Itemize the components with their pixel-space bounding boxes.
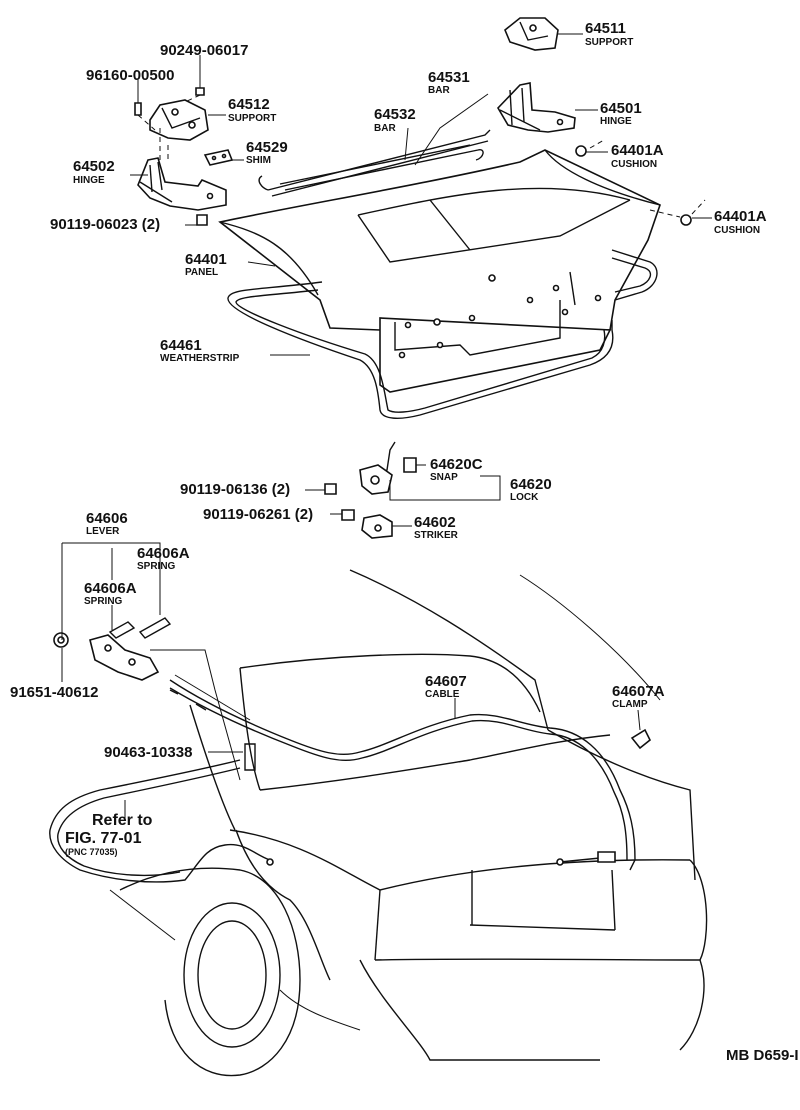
label-64607: 64607 <box>425 673 467 690</box>
trunk-lid-panel <box>218 149 661 393</box>
label-64620C: 64620C <box>430 456 483 473</box>
weatherstrip <box>227 249 658 419</box>
label-64401A-lower: 64401A <box>714 208 767 225</box>
label-64501: 64501 <box>600 100 642 117</box>
label-90119-06023: 90119-06023 (2) <box>50 216 160 233</box>
label-90119-06261: 90119-06261 (2) <box>203 506 313 523</box>
label-64620-name: LOCK <box>510 492 539 503</box>
label-64607A-name: CLAMP <box>612 699 648 710</box>
label-91651-40612: 91651-40612 <box>10 684 98 701</box>
right-hinge-assembly <box>497 17 706 226</box>
label-64531: 64531 <box>428 69 470 86</box>
label-96160-00500: 96160-00500 <box>86 67 174 84</box>
label-64532: 64532 <box>374 106 416 123</box>
label-64502-name: HINGE <box>73 175 105 186</box>
release-cable <box>49 679 652 883</box>
label-64529: 64529 <box>246 139 288 156</box>
refer-line-3: (PNC 77035) <box>65 847 118 857</box>
label-64602: 64602 <box>414 514 456 531</box>
label-64606-name: LEVER <box>86 526 120 537</box>
car-body-outline <box>109 569 708 1077</box>
label-64606A-upper-name: SPRING <box>137 561 176 572</box>
label-64512-name: SUPPORT <box>228 113 276 124</box>
label-64602-name: STRIKER <box>414 530 459 541</box>
label-64461-name: WEATHERSTRIP <box>160 353 240 364</box>
label-64531-name: BAR <box>428 85 450 96</box>
label-64606A-lower-name: SPRING <box>84 596 123 607</box>
label-64620: 64620 <box>510 476 552 493</box>
label-64620C-name: SNAP <box>430 472 458 483</box>
leader-lines <box>61 33 712 818</box>
label-90463-10338: 90463-10338 <box>104 744 192 761</box>
lock-assembly <box>324 441 417 539</box>
label-90249-06017: 90249-06017 <box>160 42 248 59</box>
label-64502: 64502 <box>73 158 115 175</box>
label-64607A: 64607A <box>612 683 665 700</box>
label-64606A-upper: 64606A <box>137 545 190 562</box>
refer-line-1: Refer to <box>92 812 153 829</box>
label-64606: 64606 <box>86 510 128 527</box>
torsion-bars <box>258 129 491 197</box>
label-64606A-lower: 64606A <box>84 580 137 597</box>
label-64511: 64511 <box>585 20 626 37</box>
label-64401A-upper-name: CUSHION <box>611 159 657 170</box>
label-64461: 64461 <box>160 337 202 354</box>
label-64401-name: PANEL <box>185 267 218 278</box>
part-labels: 64511 SUPPORT 90249-06017 96160-00500 64… <box>10 20 799 1064</box>
left-hinge-assembly <box>134 87 234 226</box>
label-90119-06136: 90119-06136 (2) <box>180 481 290 498</box>
label-64501-name: HINGE <box>600 116 632 127</box>
refer-line-2: FIG. 77-01 <box>65 830 142 847</box>
label-64512: 64512 <box>228 96 270 113</box>
label-64532-name: BAR <box>374 123 396 134</box>
label-64401A-upper: 64401A <box>611 142 664 159</box>
label-64401A-lower-name: CUSHION <box>714 225 760 236</box>
release-lever <box>53 617 251 781</box>
diagram-code: MB D659-I <box>726 1047 799 1064</box>
label-64401: 64401 <box>185 251 227 268</box>
label-64511-name: SUPPORT <box>585 37 633 48</box>
label-64529-name: SHIM <box>246 155 271 166</box>
label-64607-name: CABLE <box>425 689 460 700</box>
